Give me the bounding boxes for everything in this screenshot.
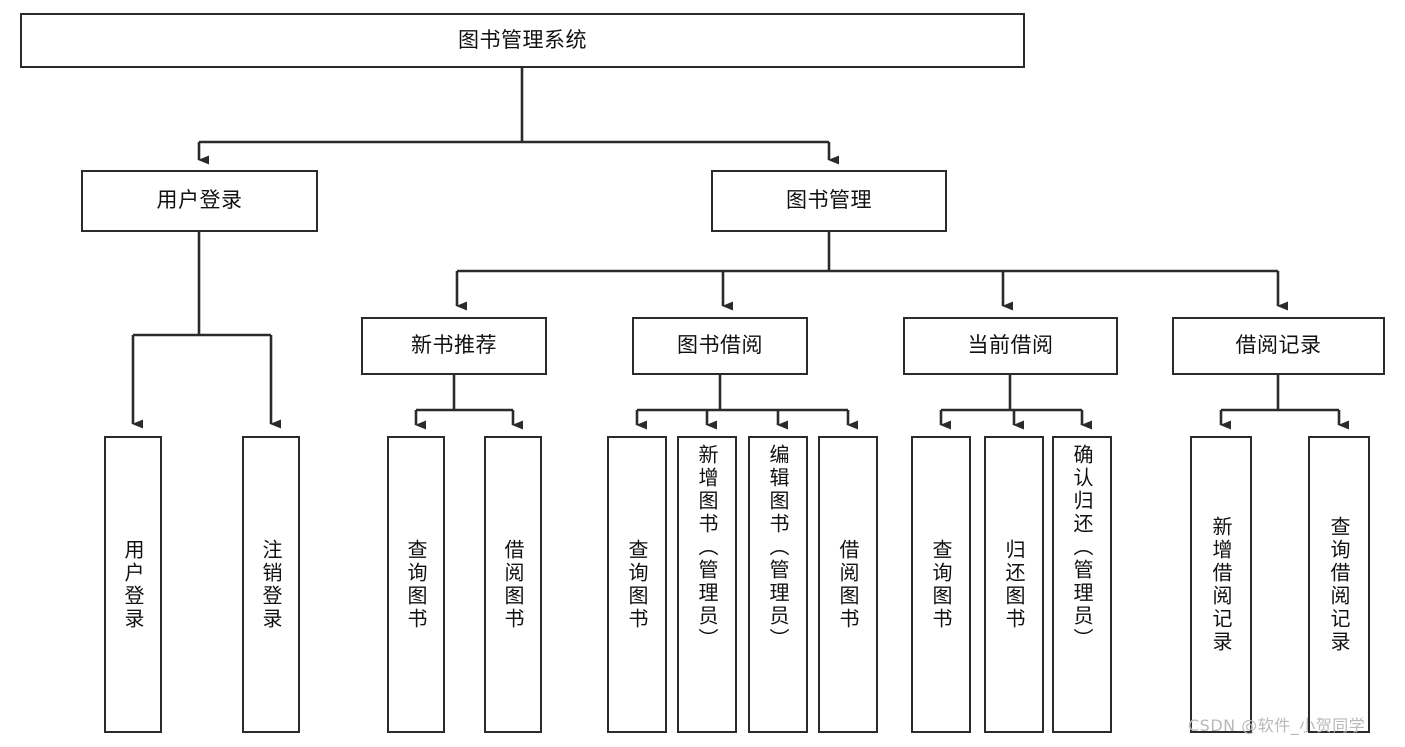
node-leaf-query-book-borrow-label: 查询图书 [625, 538, 649, 631]
node-borrow-record[interactable]: 借阅记录 [1172, 317, 1385, 375]
node-leaf-borrow-book-rec-label: 借阅图书 [501, 538, 525, 631]
node-leaf-query-book-current-label: 查询图书 [929, 538, 953, 631]
node-leaf-user-login-label: 用户登录 [121, 538, 145, 631]
node-user-login[interactable]: 用户登录 [81, 170, 318, 232]
node-leaf-logout-login-label: 注销登录 [259, 538, 283, 631]
node-leaf-query-borrow-record-label: 查询借阅记录 [1327, 515, 1351, 654]
node-leaf-borrow-book-rec[interactable]: 借阅图书 [484, 436, 542, 733]
edge-group-root [197, 68, 839, 165]
node-current-borrow[interactable]: 当前借阅 [903, 317, 1118, 375]
node-leaf-user-login[interactable]: 用户登录 [104, 436, 162, 733]
node-book-borrow-label: 图书借阅 [677, 333, 763, 358]
node-current-borrow-label: 当前借阅 [967, 333, 1054, 358]
node-leaf-add-book-admin-label: 新增图书（管理员） [695, 444, 719, 651]
node-leaf-add-borrow-record[interactable]: 新增借阅记录 [1190, 436, 1252, 733]
edge-group-user-login [131, 232, 281, 429]
node-leaf-edit-book-admin-label: 编辑图书（管理员） [766, 444, 790, 651]
node-leaf-confirm-return-admin[interactable]: 确认归还（管理员） [1052, 436, 1112, 733]
node-leaf-borrow-book-label: 借阅图书 [836, 538, 860, 631]
node-leaf-return-book-label: 归还图书 [1002, 538, 1026, 631]
node-leaf-add-borrow-record-label: 新增借阅记录 [1209, 515, 1233, 654]
node-leaf-confirm-return-admin-label: 确认归还（管理员） [1070, 444, 1094, 651]
node-root-label: 图书管理系统 [458, 27, 587, 52]
node-leaf-query-borrow-record[interactable]: 查询借阅记录 [1308, 436, 1370, 733]
node-book-borrow[interactable]: 图书借阅 [632, 317, 808, 375]
node-leaf-logout-login[interactable]: 注销登录 [242, 436, 300, 733]
node-leaf-borrow-book[interactable]: 借阅图书 [818, 436, 878, 733]
node-leaf-query-book-rec-label: 查询图书 [404, 538, 428, 631]
node-leaf-query-book-current[interactable]: 查询图书 [911, 436, 971, 733]
node-leaf-add-book-admin[interactable]: 新增图书（管理员） [677, 436, 737, 733]
edge-group-book-management [455, 232, 1288, 311]
edge-group-current-borrow [939, 375, 1092, 430]
edge-group-new-book-recommend [414, 375, 523, 430]
node-user-login-label: 用户登录 [156, 188, 243, 213]
node-leaf-edit-book-admin[interactable]: 编辑图书（管理员） [748, 436, 808, 733]
edge-group-book-borrow [635, 375, 858, 430]
node-borrow-record-label: 借阅记录 [1235, 333, 1322, 358]
node-root[interactable]: 图书管理系统 [20, 13, 1025, 68]
node-leaf-query-book-borrow[interactable]: 查询图书 [607, 436, 667, 733]
node-new-book-recommend-label: 新书推荐 [411, 333, 497, 358]
node-book-management-label: 图书管理 [786, 188, 872, 213]
node-leaf-query-book-rec[interactable]: 查询图书 [387, 436, 445, 733]
csdn-watermark: CSDN @软件_小贺同学 [1188, 716, 1366, 735]
node-leaf-return-book[interactable]: 归还图书 [984, 436, 1044, 733]
edge-group-borrow-record [1219, 375, 1349, 430]
node-book-management[interactable]: 图书管理 [711, 170, 947, 232]
node-new-book-recommend[interactable]: 新书推荐 [361, 317, 547, 375]
